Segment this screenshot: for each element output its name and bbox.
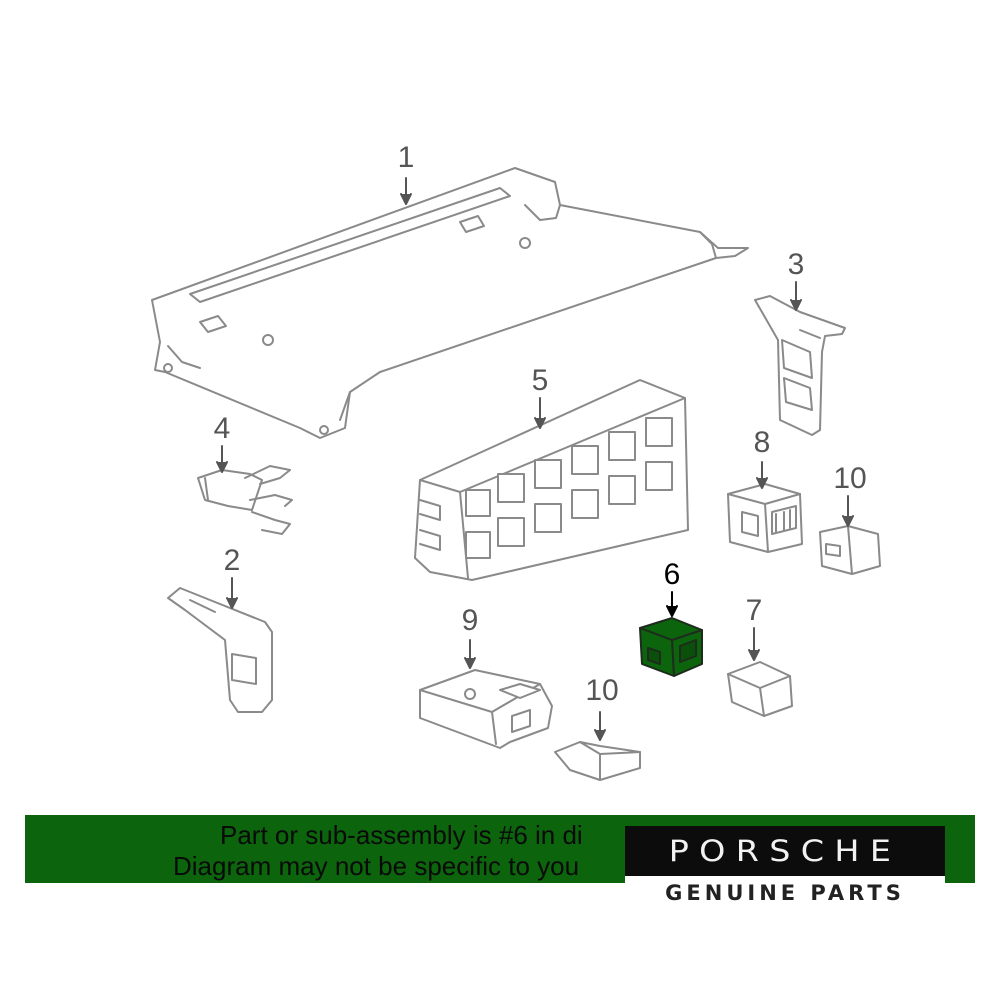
part-6-highlighted-component	[639, 617, 703, 677]
leader-arrows	[216, 177, 854, 741]
callout-4: 4	[213, 412, 231, 445]
part-8-connector	[727, 483, 803, 553]
callout-9: 9	[461, 604, 479, 637]
part-3-bracket	[754, 295, 846, 436]
callout-7: 7	[745, 594, 763, 627]
callout-10-lower: 10	[585, 674, 619, 707]
callout-6: 6	[663, 558, 681, 591]
leader-arrow-6	[666, 591, 678, 617]
callout-10-upper: 10	[833, 462, 867, 495]
part-4-clip	[197, 465, 293, 535]
porsche-genuine-parts-logo: PORSCHE GENUINE PARTS	[625, 826, 945, 910]
part-10-relay-lower	[554, 741, 641, 781]
logo-tagline: GENUINE PARTS	[665, 881, 905, 905]
callout-3: 3	[787, 248, 805, 281]
banner-line-2: Diagram may not be specific to you	[173, 851, 580, 881]
callout-1: 1	[397, 141, 415, 174]
callout-8: 8	[753, 426, 771, 459]
logo-plate: PORSCHE	[625, 826, 945, 876]
part-5-fuse-box	[414, 379, 689, 581]
part-7-relay	[727, 661, 793, 717]
part-9-connector-housing	[419, 669, 553, 749]
banner-line-1: Part or sub-assembly is #6 in di	[220, 820, 583, 850]
part-1-carrier-panel	[151, 167, 749, 439]
part-2-bracket	[167, 587, 273, 713]
callout-5: 5	[531, 364, 549, 397]
callout-2: 2	[223, 544, 241, 577]
part-10-relay-upper	[819, 525, 881, 575]
logo-wordmark: PORSCHE	[668, 834, 902, 868]
